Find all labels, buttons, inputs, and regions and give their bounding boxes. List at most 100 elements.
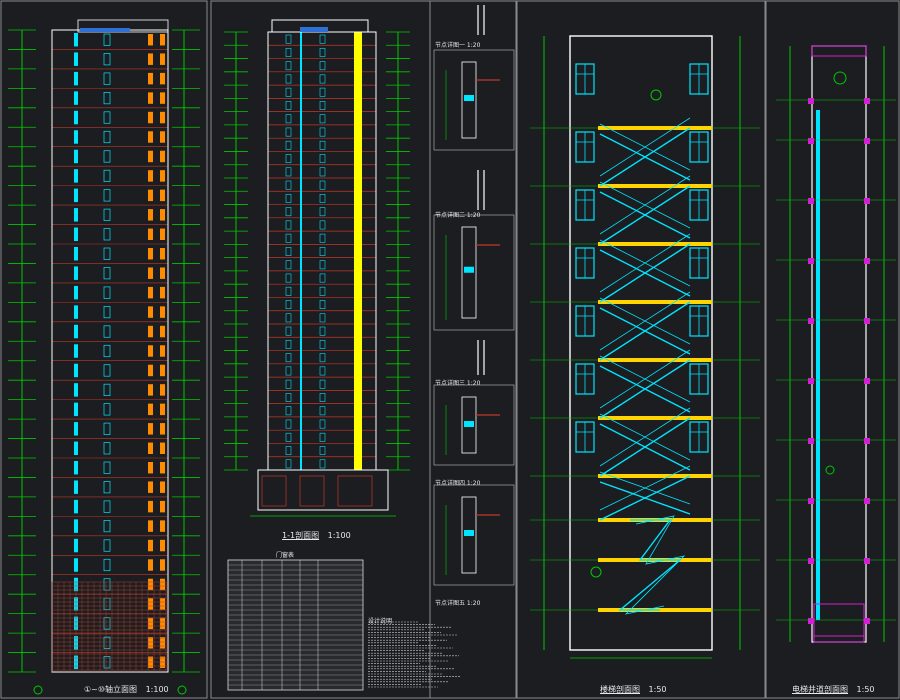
handrail [599,297,691,345]
machine-room-slab [811,45,867,57]
balcony [148,170,153,182]
roof-tank [300,27,328,32]
window [103,267,111,280]
window-strip [74,110,78,125]
opening [319,101,326,110]
balcony [160,267,165,279]
detail-frame [433,214,515,331]
opening [319,167,326,177]
window-strip [74,422,78,436]
stair-flight [599,307,691,355]
window-strip [74,305,78,319]
balcony [160,559,165,571]
section-mark-icon [590,566,602,578]
balcony [160,423,165,435]
balcony [160,364,165,377]
opening [285,286,292,296]
opening [319,260,326,270]
door-jamb [864,498,870,504]
detail-title-5-text: 节点详图五 1:20 [435,600,481,607]
balcony [148,267,153,279]
opening [285,432,292,442]
handrail [599,471,691,505]
detail-title-3: 节点详图三 1:20 [435,378,480,387]
stair-scale-text: 1:50 [648,685,667,694]
window [103,228,111,241]
balcony [148,286,153,299]
balcony [148,462,153,474]
detail-title-4: 节点详图四 1:20 [435,478,480,487]
door-jamb [864,258,870,264]
stair-title: 楼梯剖面图 1:50 [600,684,667,695]
stair-shaft-outline [569,35,713,651]
base-opening [337,475,373,507]
detail-frame [433,384,515,466]
opening [319,140,326,150]
window-strip [74,558,78,572]
window [103,150,111,163]
window [103,364,111,377]
balcony [148,578,153,591]
landing-slab [598,300,712,304]
window [103,636,111,649]
handrail [599,123,691,171]
elevator-section-drawing [776,45,896,643]
balcony [160,72,165,85]
balcony [148,500,153,513]
opening [285,127,292,137]
lower-stair-flight [618,519,682,611]
opening [319,247,326,256]
detail-wall [461,396,477,454]
door-jamb [808,318,814,324]
balcony [148,92,153,104]
opening [319,286,326,296]
opening [319,366,326,376]
opening [319,180,326,190]
balcony [148,617,153,630]
landing-slab [598,242,712,246]
balcony [160,53,165,65]
roof-water-tank [80,28,130,32]
window-strip [74,71,78,86]
podium-facade [51,581,168,672]
balcony [160,248,165,260]
balcony [160,209,165,221]
door-jamb [864,438,870,444]
opening [285,220,292,230]
detail-frame [433,49,515,151]
balcony [160,286,165,299]
opening [285,366,292,376]
elevation-title: ①~⑩轴立面图 1:100 [84,684,169,695]
window-strip [74,149,78,164]
stair-flight [599,365,691,413]
opening [319,220,326,230]
opening [319,114,326,124]
door-jamb [808,558,814,564]
lower-handrail [624,515,686,615]
balcony [160,462,165,474]
opening [285,300,292,310]
window [103,247,111,260]
balcony [160,170,165,182]
opening [319,300,326,310]
elevator-pit [813,603,865,643]
window-strip [74,208,78,222]
window [103,325,111,338]
balcony [160,306,165,318]
frame-details [429,0,517,699]
window [103,286,111,299]
landing-slab [598,184,712,188]
detail-frame [433,484,515,586]
notes-heading: 设计说明 [368,616,392,625]
opening [319,127,326,137]
opening [285,326,292,336]
door-jamb [864,98,870,104]
base-storey [257,469,389,511]
window [103,92,111,105]
balcony [148,442,153,454]
detail-glazing [464,421,474,427]
opening [319,432,326,442]
window-strip [74,188,78,203]
door-jamb [808,438,814,444]
window [103,422,111,435]
